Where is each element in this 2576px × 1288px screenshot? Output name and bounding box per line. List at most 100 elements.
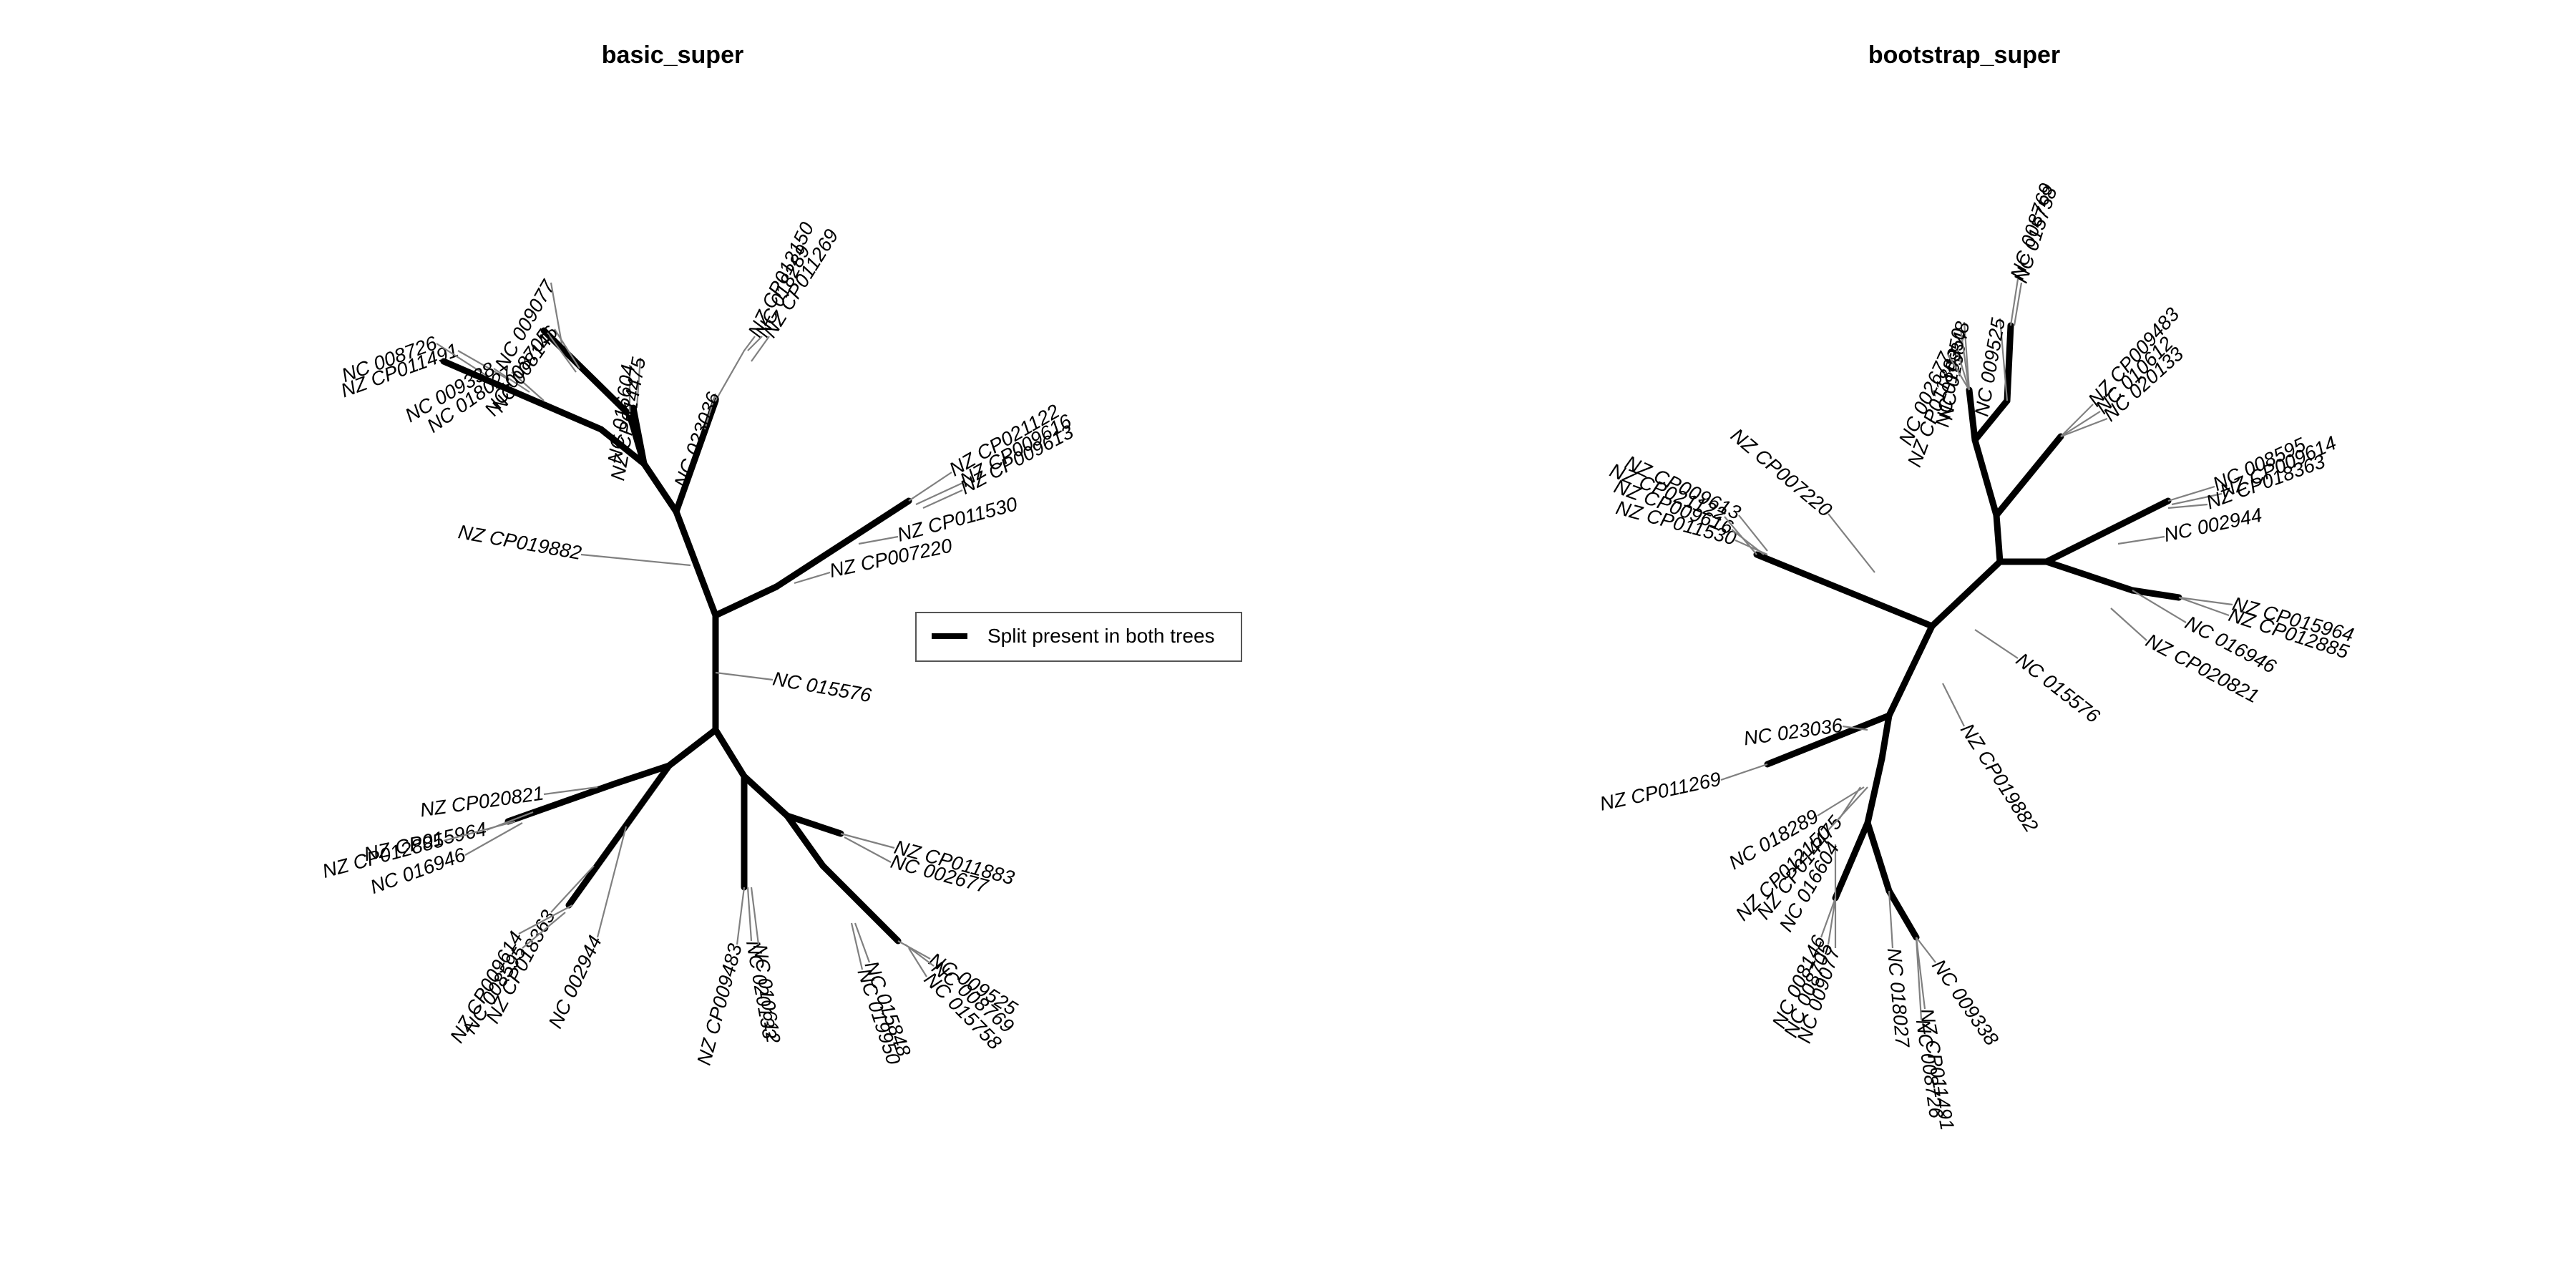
- leaf-branch: [854, 922, 871, 963]
- shared-split-branch: [712, 726, 748, 780]
- leaf-branch: [922, 489, 963, 509]
- leaf-branch: [915, 482, 963, 505]
- shared-split-branch: [1971, 436, 2000, 519]
- shared-split-branch: [784, 812, 826, 869]
- shared-split-branch: [540, 327, 633, 419]
- shared-split-branch: [565, 762, 673, 909]
- leaf-branch: [1956, 350, 1971, 391]
- shared-split-branch: [665, 726, 719, 769]
- leaf-branch: [1828, 786, 1868, 831]
- shared-split-branch: [784, 812, 844, 837]
- leaf-branch: [736, 887, 746, 945]
- shared-split-branch: [2043, 558, 2136, 594]
- leaf-branch: [522, 912, 566, 949]
- leaf-branch: [580, 553, 691, 567]
- shared-split-branch: [2043, 497, 2172, 565]
- leaf-branch: [2132, 590, 2187, 623]
- panel-title-bootstrap-super: bootstrap_super: [1868, 42, 2060, 69]
- shared-split-branch: [1764, 712, 1893, 768]
- legend-label: Split present in both trees: [987, 625, 1215, 647]
- shared-split-branch: [1928, 558, 2004, 630]
- leaf-branch: [2013, 282, 2023, 326]
- leaf-branch: [1959, 328, 1971, 391]
- leaf-branch: [2167, 485, 2215, 502]
- leaf-branch: [554, 328, 580, 369]
- leaf-branch: [858, 535, 899, 545]
- leaf-branch: [850, 922, 864, 970]
- leaf-branch: [908, 472, 952, 502]
- shared-split-branch: [1832, 819, 1871, 902]
- leaf-branch: [550, 282, 563, 344]
- leaf-branch: [747, 336, 763, 351]
- shared-split-branch: [1753, 551, 1936, 630]
- leaf-branch: [2178, 596, 2230, 617]
- leaf-branch: [1731, 529, 1765, 555]
- leaf-branch: [2060, 404, 2094, 437]
- shared-split-branch: [712, 583, 780, 619]
- leaf-branch: [904, 944, 935, 967]
- leaf-branch: [715, 671, 774, 681]
- leaf-branch: [464, 822, 523, 856]
- leaf-branch: [908, 947, 927, 977]
- leaf-branch: [1827, 897, 1837, 945]
- shared-split-branch: [773, 497, 912, 590]
- leaf-branch: [2009, 278, 2019, 326]
- leaf-branch: [2167, 503, 2208, 509]
- leaf-branch: [1942, 683, 1965, 727]
- shared-split-branch: [440, 358, 605, 433]
- leaf-branch: [844, 836, 892, 863]
- shared-split-branch: [1878, 712, 1893, 762]
- leaf-branch: [518, 904, 573, 935]
- shared-split-branch: [673, 508, 719, 619]
- shared-split-branch: [1864, 819, 1893, 894]
- leaf-branch: [2178, 596, 2233, 606]
- leaf-branch: [794, 571, 831, 585]
- leaf-branch: [840, 832, 895, 849]
- shared-split-branch: [2129, 587, 2182, 601]
- leaf-branch: [543, 786, 598, 796]
- leaf-branch: [493, 368, 530, 393]
- leaf-branch: [743, 336, 756, 351]
- leaf-branch: [1888, 890, 1894, 949]
- tree-branch: [714, 349, 746, 402]
- leaf-branch: [1915, 937, 1923, 1020]
- shared-split-branch: [612, 762, 673, 787]
- shared-split-branch: [1993, 433, 2064, 519]
- leaf-branch: [547, 332, 577, 373]
- leaf-branch: [2117, 535, 2165, 545]
- leaf-branch: [2110, 608, 2147, 641]
- shared-split-branch: [2004, 322, 2014, 404]
- shared-split-branch: [1885, 623, 1936, 719]
- leaf-branch: [1974, 629, 2019, 659]
- leaf-branch: [746, 887, 753, 942]
- leaf-branch: [457, 350, 509, 380]
- leaf-branch: [1947, 353, 1970, 391]
- leaf-branch: [750, 887, 760, 945]
- leaf-branch: [1724, 516, 1757, 555]
- shared-split-branch: [1864, 755, 1885, 826]
- shared-split-branch: [741, 773, 791, 819]
- shared-split-branch: [640, 460, 680, 515]
- leaf-branch: [635, 357, 642, 409]
- shared-split-branch: [597, 426, 648, 467]
- leaf-branch: [1820, 897, 1837, 938]
- leaf-branch: [596, 826, 628, 938]
- leaf-branch: [1999, 318, 2009, 401]
- leaf-branch: [751, 336, 770, 362]
- legend-box: Split present in both trees: [915, 612, 1242, 662]
- legend-frame: [915, 612, 1242, 662]
- shared-split-branch: [1971, 397, 2011, 444]
- shared-split-branch: [630, 404, 648, 467]
- leaf-branch: [1817, 786, 1865, 816]
- leaf-branch: [1916, 937, 1936, 963]
- shared-split-branch: [819, 862, 902, 945]
- leaf-branch: [1842, 725, 1868, 731]
- leaf-branch: [1720, 763, 1768, 781]
- leaf-branch: [2171, 492, 2223, 506]
- shared-split-branch: [1885, 887, 1920, 941]
- leaf-branch: [897, 940, 931, 960]
- leaf-branch: [511, 371, 545, 401]
- leaf-branch: [436, 343, 487, 376]
